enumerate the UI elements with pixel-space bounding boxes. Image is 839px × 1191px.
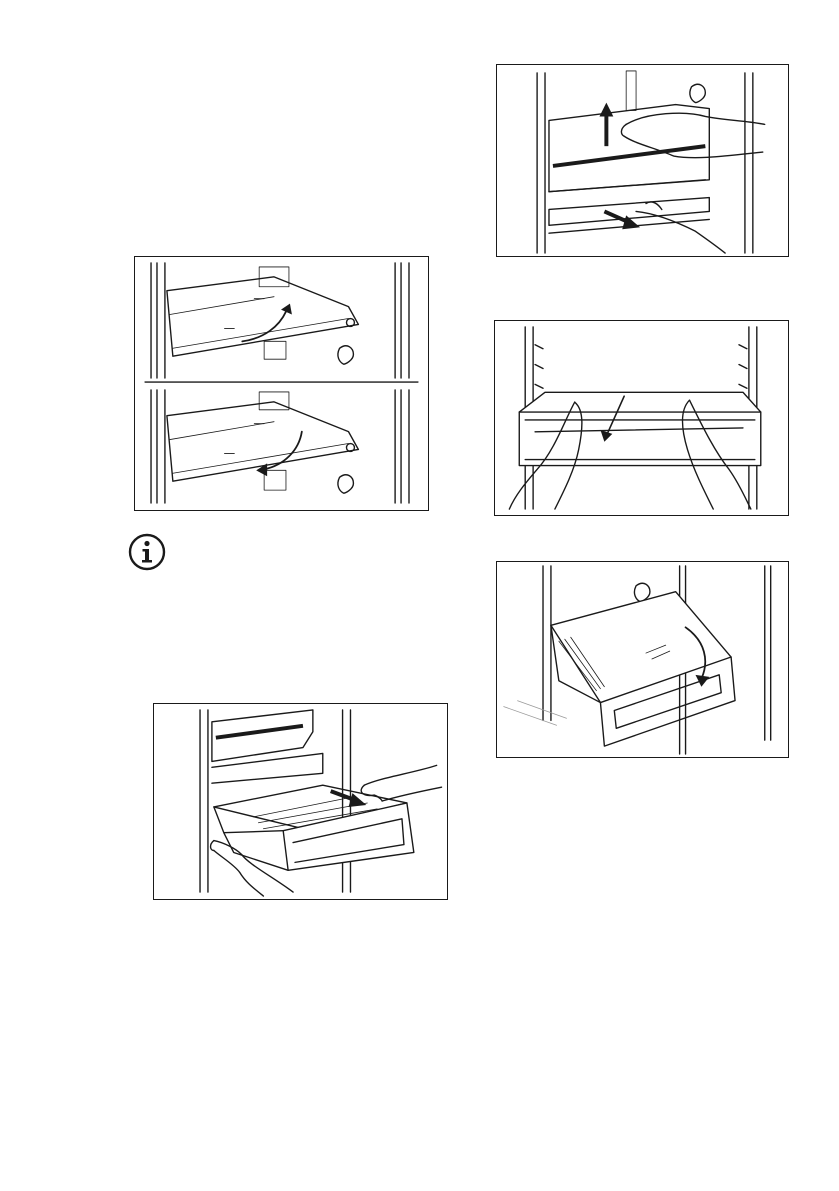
drawer-front-figure xyxy=(494,320,789,516)
shelf-illustration xyxy=(135,257,428,510)
shelf-figure xyxy=(134,256,429,511)
drawer-tilt-illustration xyxy=(497,562,788,757)
drawer-tilt-figure xyxy=(496,561,789,758)
drawer-lift-figure xyxy=(496,64,789,257)
basket-illustration xyxy=(154,704,447,899)
drawer-front-illustration xyxy=(495,321,788,515)
drawer-lift-illustration xyxy=(497,65,788,256)
basket-figure xyxy=(153,703,448,900)
info-icon xyxy=(127,532,167,572)
